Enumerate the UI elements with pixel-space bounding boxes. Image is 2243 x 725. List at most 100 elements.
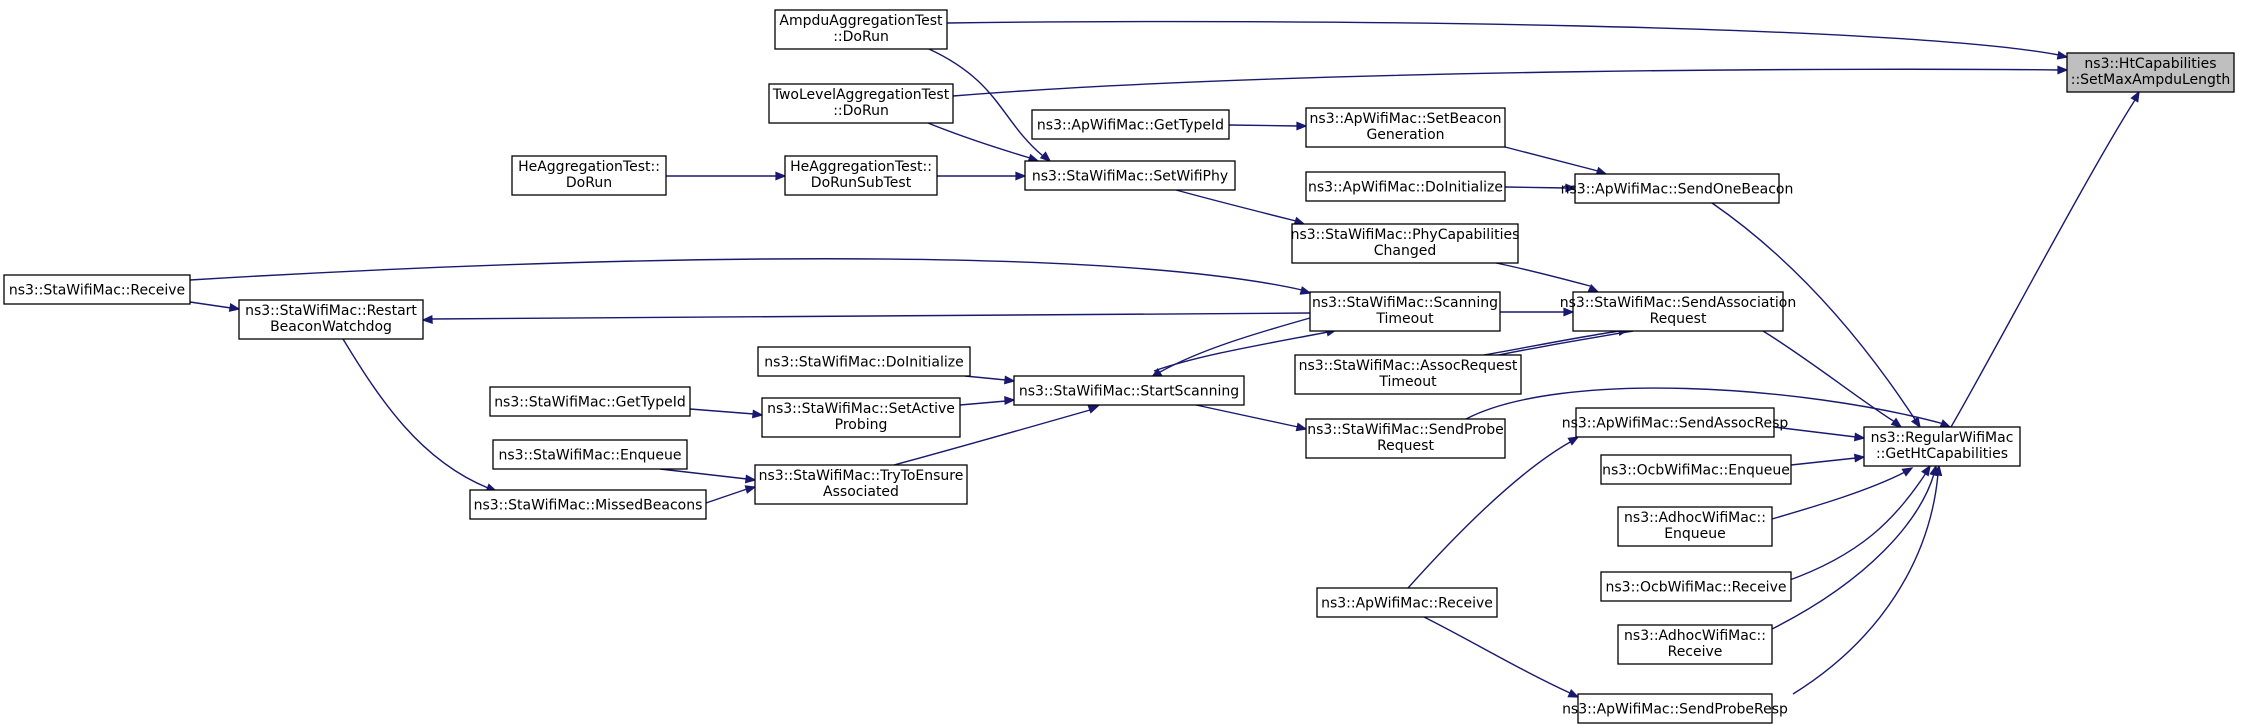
arrowhead-icon bbox=[1567, 689, 1580, 698]
node-sta-gettypeid[interactable]: ns3::StaWifiMac::GetTypeId bbox=[489, 386, 691, 417]
node-ampdu-dorun[interactable]: AmpduAggregationTest::DoRun bbox=[774, 9, 948, 50]
arrowhead-icon bbox=[1004, 396, 1016, 406]
edge-line bbox=[1504, 146, 1599, 172]
node-ocb-enqueue[interactable]: ns3::OcbWifiMac::Enqueue bbox=[1600, 454, 1792, 485]
arrowhead-icon bbox=[1003, 375, 1016, 385]
arrowhead-icon bbox=[1087, 405, 1100, 414]
edge-sta-trytoensure-to-sta-startscanning bbox=[893, 405, 1100, 466]
node-ap-doinitialize[interactable]: ns3::ApWifiMac::DoInitialize bbox=[1305, 171, 1506, 202]
node-box bbox=[774, 9, 948, 50]
node-label-line: Timeout bbox=[1375, 311, 1434, 327]
edge-line bbox=[1483, 330, 1621, 356]
arrowhead-icon bbox=[1853, 453, 1866, 463]
edge-line bbox=[1786, 472, 1927, 582]
edge-sta-receive-to-sta-restart bbox=[189, 301, 241, 312]
node-adhoc-enqueue[interactable]: ns3::AdhocWifiMac::Enqueue bbox=[1617, 506, 1773, 547]
node-box bbox=[1024, 160, 1236, 191]
edge-he-dorun-to-he-dorunsub bbox=[666, 171, 787, 181]
node-twolevel-dorun[interactable]: TwoLevelAggregationTest::DoRun bbox=[768, 83, 954, 124]
edge-line bbox=[1771, 471, 1906, 520]
node-box bbox=[1575, 407, 1775, 438]
node-label-line: ns3::ApWifiMac::Receive bbox=[1321, 596, 1493, 612]
node-box bbox=[3, 274, 191, 305]
arrowhead-icon bbox=[1567, 436, 1580, 446]
arrowhead-icon bbox=[1901, 467, 1914, 477]
node-sta-receive[interactable]: ns3::StaWifiMac::Receive bbox=[3, 274, 191, 305]
edge-line bbox=[189, 301, 232, 309]
edge-line bbox=[1792, 473, 1939, 695]
node-label-line: Enqueue bbox=[1664, 526, 1726, 542]
edge-ap-sendproberesp-to-regular-getht bbox=[1792, 464, 1943, 695]
edge-line bbox=[1175, 189, 1297, 222]
edge-line bbox=[1465, 387, 1945, 425]
node-sta-setwifiphy[interactable]: ns3::StaWifiMac::SetWifiPhy bbox=[1024, 160, 1236, 191]
edge-ampdu-dorun-to-ht-setmax bbox=[946, 20, 2069, 60]
edge-regular-getht-to-ht-setmax bbox=[1950, 90, 2140, 428]
arrowhead-icon bbox=[1015, 171, 1027, 181]
edge-sta-setwifiphy-to-sta-phycap bbox=[1175, 189, 1306, 226]
node-regular-getht[interactable]: ns3::RegularWifiMac::GetHtCapabilities bbox=[1863, 426, 2021, 467]
edge-line bbox=[1228, 124, 1299, 127]
edge-sta-enqueue-to-sta-trytoensure bbox=[659, 468, 757, 484]
node-sta-startscanning[interactable]: ns3::StaWifiMac::StartScanning bbox=[1013, 375, 1245, 406]
node-label-line: ns3::ApWifiMac::SendProbeResp bbox=[1562, 702, 1788, 718]
edge-line bbox=[1495, 262, 1591, 287]
arrowhead-icon bbox=[1939, 419, 1952, 428]
edge-line bbox=[952, 68, 2060, 97]
edge-line bbox=[1773, 426, 1857, 438]
edge-line bbox=[1195, 404, 1299, 428]
node-label-line: ns3::StaWifiMac::SetWifiPhy bbox=[1032, 169, 1228, 185]
node-box bbox=[489, 386, 691, 417]
node-box bbox=[1305, 418, 1506, 459]
node-label-line: ns3::OcbWifiMac::Receive bbox=[1606, 580, 1787, 596]
node-he-dorunsub[interactable]: HeAggregationTest::DoRunSubTest bbox=[784, 155, 938, 196]
node-he-dorun[interactable]: HeAggregationTest::DoRun bbox=[511, 155, 667, 196]
node-ap-receive[interactable]: ns3::ApWifiMac::Receive bbox=[1316, 587, 1498, 618]
edge-line bbox=[1790, 457, 1857, 466]
node-box bbox=[2066, 52, 2235, 93]
node-label-line: DoRunSubTest bbox=[811, 175, 912, 191]
arrowhead-icon bbox=[744, 474, 757, 484]
node-adhoc-receive[interactable]: ns3::AdhocWifiMac::Receive bbox=[1617, 624, 1773, 665]
node-ap-sendproberesp[interactable]: ns3::ApWifiMac::SendProbeResp bbox=[1562, 693, 1788, 724]
node-box bbox=[1013, 375, 1245, 406]
node-sta-doinitialize[interactable]: ns3::StaWifiMac::DoInitialize bbox=[757, 346, 971, 377]
edge-line bbox=[927, 122, 1031, 159]
edges-layer bbox=[189, 20, 2140, 698]
node-box bbox=[1600, 454, 1792, 485]
node-label-line: ns3::RegularWifiMac bbox=[1871, 430, 2014, 446]
arrowhead-icon bbox=[1910, 416, 1921, 429]
node-ap-gettypeid[interactable]: ns3::ApWifiMac::GetTypeId bbox=[1031, 109, 1230, 140]
node-label-line: ns3::OcbWifiMac::Enqueue bbox=[1602, 463, 1790, 479]
edge-line bbox=[1159, 317, 1311, 373]
node-ap-sendonebeacon[interactable]: ns3::ApWifiMac::SendOneBeacon bbox=[1561, 173, 1794, 204]
node-ht-setmax[interactable]: ns3::HtCapabilities::SetMaxAmpduLength bbox=[2066, 52, 2235, 93]
node-ap-sendassocresp[interactable]: ns3::ApWifiMac::SendAssocResp bbox=[1562, 407, 1789, 438]
node-sta-enqueue[interactable]: ns3::StaWifiMac::Enqueue bbox=[492, 439, 688, 470]
node-box bbox=[1574, 173, 1780, 204]
edge-line bbox=[705, 488, 748, 504]
node-box bbox=[768, 83, 954, 124]
node-box bbox=[754, 464, 968, 505]
node-sta-missedbeacons[interactable]: ns3::StaWifiMac::MissedBeacons bbox=[469, 489, 707, 520]
nodes-layer: ns3::HtCapabilities::SetMaxAmpduLength Am… bbox=[3, 9, 2235, 724]
arrowhead-icon bbox=[1890, 417, 1903, 428]
node-label-line: ns3::StaWifiMac::AssocRequest bbox=[1299, 358, 1518, 374]
edge-ap-setbeacon-to-ap-sendonebeacon bbox=[1504, 146, 1608, 176]
node-label-line: HeAggregationTest:: bbox=[790, 159, 932, 175]
node-label-line: ns3::ApWifiMac::SendOneBeacon bbox=[1561, 182, 1794, 198]
edge-line bbox=[959, 400, 1007, 406]
node-ocb-receive[interactable]: ns3::OcbWifiMac::Receive bbox=[1600, 571, 1792, 602]
arrowhead-icon bbox=[1565, 183, 1577, 193]
arrowhead-icon bbox=[2056, 50, 2069, 60]
